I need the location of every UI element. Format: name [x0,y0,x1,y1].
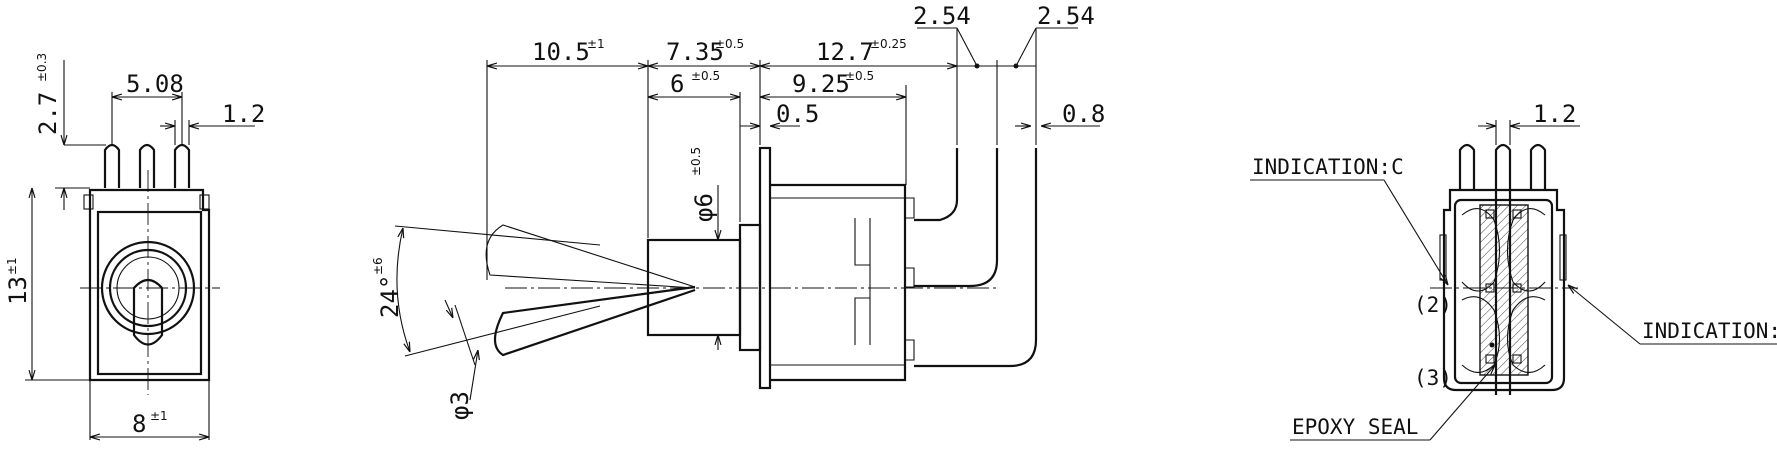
tol-front-height-top: ±0.3 [35,53,49,82]
side-view: 10.5 ±1 7.35 ±0.5 12.7 ±0.25 2.54 2.54 6… [371,2,1105,420]
dim-front-width: 8 [132,410,146,438]
side-body-outline [770,183,907,382]
tol-side-lever: ±1 [587,37,605,51]
front-tab-left [83,194,94,210]
tol-side-bush-dia: ±0.5 [689,147,703,176]
front-pin-left [103,143,121,188]
dim-side-pin-thk: 0.8 [1062,100,1105,128]
dim-side-plate: 0.5 [776,100,819,128]
label-position-3: (3) [1414,366,1452,390]
rear-body-outline [1442,188,1566,392]
dim-rear-pin-width: 1.2 [1533,100,1576,128]
dim-side-body: 12.7 [816,38,874,66]
dim-front-pin-width: 1.2 [222,100,265,128]
side-lever [493,285,696,357]
dim-side-bushing: 7.35 [666,38,724,66]
front-pin-center [138,143,156,188]
rear-pin-right [1529,143,1547,190]
front-tab-right [199,194,210,210]
rear-epoxy-core [1479,204,1529,376]
tol-front-height: ±1 [5,257,19,275]
dim-front-pin-pitch: 5.08 [126,70,184,98]
label-epoxy-seal: EPOXY SEAL [1292,415,1418,439]
side-bushing-collar [738,223,762,352]
tol-front-width: ±1 [150,409,168,423]
tol-side-body: ±0.25 [870,37,907,51]
side-body-inner [854,218,871,345]
side-lever-alt [485,224,696,289]
tol-side-angle: ±6 [371,257,385,275]
front-pin-right [173,143,191,188]
rear-pin-center [1494,143,1512,395]
dim-side-body-inner: 9.25 [792,70,850,98]
side-pin-3 [914,148,1038,368]
front-lever [132,278,164,346]
side-body-ribs [905,197,915,361]
dim-front-height-top: 2.7 [34,92,62,135]
side-mount-plate [758,146,772,390]
side-pin-2 [914,148,999,288]
dim-side-pitch-b: 2.54 [1037,2,1095,30]
rear-pin-left [1458,143,1476,190]
front-body-inner [96,210,203,376]
rear-view: 1.2 INDICATION:C INDICATION:D (2) (3) EP… [1250,100,1777,441]
dim-side-tip-dia: φ3 [446,391,474,420]
label-indication-d: INDICATION:D [1642,319,1777,343]
dim-side-angle: 24° [376,275,404,318]
dim-side-pitch-a: 2.54 [913,2,971,30]
rear-body-inner [1453,198,1554,385]
side-bushing [646,238,742,337]
front-view: 2.7 ±0.3 5.08 1.2 13 ±1 8 ±1 [4,53,265,440]
label-position-2: (2) [1414,293,1452,317]
dim-side-bush-dia: φ6 [690,193,718,222]
tol-side-body-inner: ±0.5 [845,69,874,83]
tol-side-bushing-inner: ±0.5 [691,69,720,83]
side-pin-1 [914,148,959,222]
dim-side-lever: 10.5 [532,38,590,66]
dim-side-bushing-inner: 6 [670,70,684,98]
tol-side-bushing: ±0.5 [715,37,744,51]
front-body-outline [88,188,211,382]
dim-front-height: 13 [4,276,32,305]
label-indication-c: INDICATION:C [1252,155,1404,179]
